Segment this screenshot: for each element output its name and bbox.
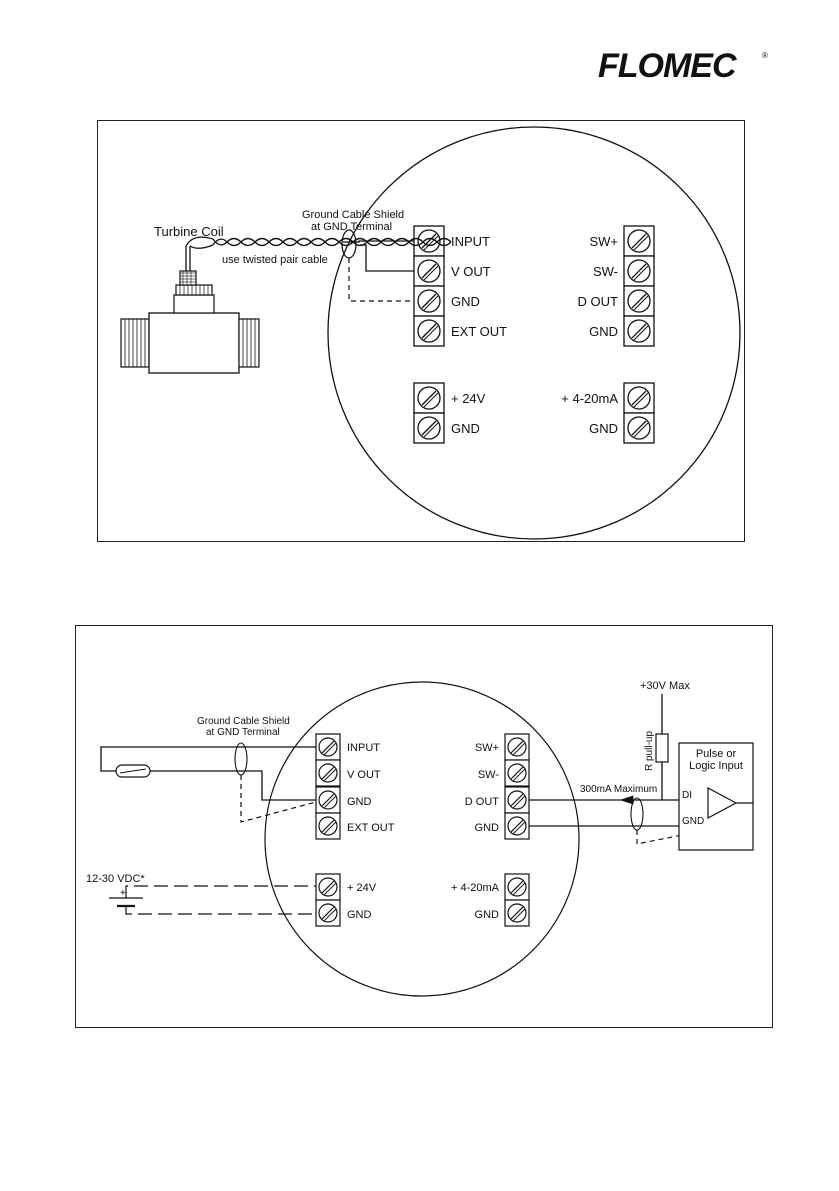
output-shield-ground (636, 829, 708, 845)
pull-up-resistor (655, 733, 669, 763)
turbine-coil-label: Turbine Coil (154, 224, 224, 239)
flomec-logo-graphic: FLOMEC ® (598, 47, 768, 85)
cable-shield-ellipse (341, 229, 357, 259)
terminal-screw-4-20ma (623, 382, 655, 414)
terminal2-label-swminus: SW- (478, 769, 500, 781)
terminal-screw-power-gnd (413, 412, 445, 444)
terminal2-screw-gnd (315, 786, 341, 814)
terminal2-label-vout: V OUT (347, 769, 381, 781)
reed-switch-input (100, 742, 317, 823)
terminal-label-dout: D OUT (578, 294, 619, 309)
left-terminal-block: INPUT V OUT GND EXT OUT (413, 225, 507, 347)
terminal2-screw-vout (315, 759, 341, 787)
logo-trademark: ® (762, 51, 768, 60)
power-terminal-block: + 24V GND + 4-20mA GND (413, 382, 655, 444)
terminal-label-vout: V OUT (451, 264, 491, 279)
input-shield-ground (240, 775, 317, 823)
logic-input-box (678, 742, 754, 851)
terminal2-screw-extout (315, 812, 341, 840)
terminal2-screw-dout (504, 786, 530, 814)
shield2-label-line1: Ground Cable Shield (197, 716, 290, 727)
shield-ground-wire (348, 258, 414, 302)
terminal-label-gnd-right: GND (589, 324, 618, 339)
terminal-screw-gnd-right (623, 315, 655, 347)
terminal-label-extout: EXT OUT (451, 324, 507, 339)
terminal2-screw-4-20ma-gnd (504, 899, 530, 927)
terminal-screw-dout (623, 285, 655, 317)
wiring-diagram-pulse-output: INPUT V OUT GND EXT OUT SW+ SW- D OUT GN… (75, 625, 773, 1028)
right-terminal-block: SW+ SW- D OUT GND (578, 225, 655, 347)
terminal-label-4-20ma: + 4-20mA (561, 391, 618, 406)
left-terminal-block-2: INPUT V OUT GND EXT OUT (315, 733, 395, 840)
di-label: DI (682, 790, 692, 801)
dc-supply (109, 885, 316, 915)
enclosure-outline-2 (264, 681, 580, 997)
terminal2-label-24v: + 24V (347, 882, 377, 894)
terminal2-screw-swplus (504, 733, 530, 761)
output-shield-ellipse (630, 797, 644, 831)
current-arrow (620, 795, 634, 805)
terminal2-label-gnd: GND (347, 796, 372, 808)
shield2-label-line2: at GND Terminal (206, 727, 280, 738)
terminal2-screw-input (315, 733, 341, 761)
shield-label-line2: at GND Terminal (311, 221, 392, 233)
resistor-label: R pull-up (644, 731, 655, 771)
terminal2-screw-power-gnd (315, 899, 341, 927)
buffer-triangle-icon (707, 786, 738, 820)
terminal2-label-extout: EXT OUT (347, 822, 395, 834)
enclosure-outline (327, 126, 741, 540)
power-terminal-block-2: + 24V GND + 4-20mA GND (315, 873, 530, 927)
terminal2-screw-4-20ma (504, 873, 530, 901)
terminal-label-power-gnd: GND (451, 421, 480, 436)
terminal-screw-vout (413, 255, 445, 287)
terminal2-screw-swminus (504, 759, 530, 787)
terminal-screw-swplus (623, 225, 655, 257)
shield-label-line1: Ground Cable Shield (302, 209, 404, 221)
terminal2-screw-24v (315, 873, 341, 901)
input-box-line2: Logic Input (689, 760, 743, 772)
terminal2-label-input: INPUT (347, 742, 380, 754)
terminal-label-gnd: GND (451, 294, 480, 309)
terminal2-label-4-20ma-gnd: GND (475, 909, 500, 921)
terminal2-label-gnd-right: GND (475, 822, 500, 834)
terminal2-label-power-gnd: GND (347, 909, 372, 921)
max-voltage-label: +30V Max (640, 680, 690, 692)
terminal-screw-gnd (413, 285, 445, 317)
terminal2-label-4-20ma: + 4-20mA (451, 882, 500, 894)
twisted-pair-cable (185, 229, 452, 302)
terminal-label-24v: + 24V (451, 391, 486, 406)
supply-voltage-label: 12-30 VDC* (86, 873, 145, 885)
logo-text: FLOMEC (598, 47, 737, 85)
terminal2-label-dout: D OUT (465, 796, 500, 808)
flomec-logo: FLOMEC ® (596, 46, 776, 86)
current-limit-label: 300mA Maximum (580, 784, 657, 795)
terminal-label-swplus: SW+ (589, 234, 618, 249)
terminal-screw-input (413, 225, 445, 257)
input-shield-ellipse (234, 742, 248, 776)
terminal-screw-swminus (623, 255, 655, 287)
cable-label: use twisted pair cable (222, 254, 328, 266)
diagram1-svg: INPUT V OUT GND EXT OUT SW+ SW- D OUT GN… (120, 126, 741, 540)
diagram2-svg: INPUT V OUT GND EXT OUT SW+ SW- D OUT GN… (86, 680, 754, 997)
turbine-meter-icon (120, 246, 260, 374)
terminal-screw-4-20ma-gnd (623, 412, 655, 444)
right-terminal-block-2: SW+ SW- D OUT GND (465, 733, 530, 840)
terminal-screw-24v (413, 382, 445, 414)
pull-up-circuit (529, 694, 708, 845)
gnd-input-label: GND (682, 816, 704, 827)
input-box-line1: Pulse or (696, 748, 737, 760)
terminal-screw-extout (413, 315, 445, 347)
terminal2-label-swplus: SW+ (475, 742, 499, 754)
terminal-label-4-20ma-gnd: GND (589, 421, 618, 436)
wiring-diagram-turbine-coil: INPUT V OUT GND EXT OUT SW+ SW- D OUT GN… (97, 120, 745, 542)
terminal-label-input: INPUT (451, 234, 490, 249)
terminal-label-swminus: SW- (593, 264, 618, 279)
supply-plus-label: + (120, 888, 126, 899)
terminal2-screw-gnd-right (504, 812, 530, 840)
